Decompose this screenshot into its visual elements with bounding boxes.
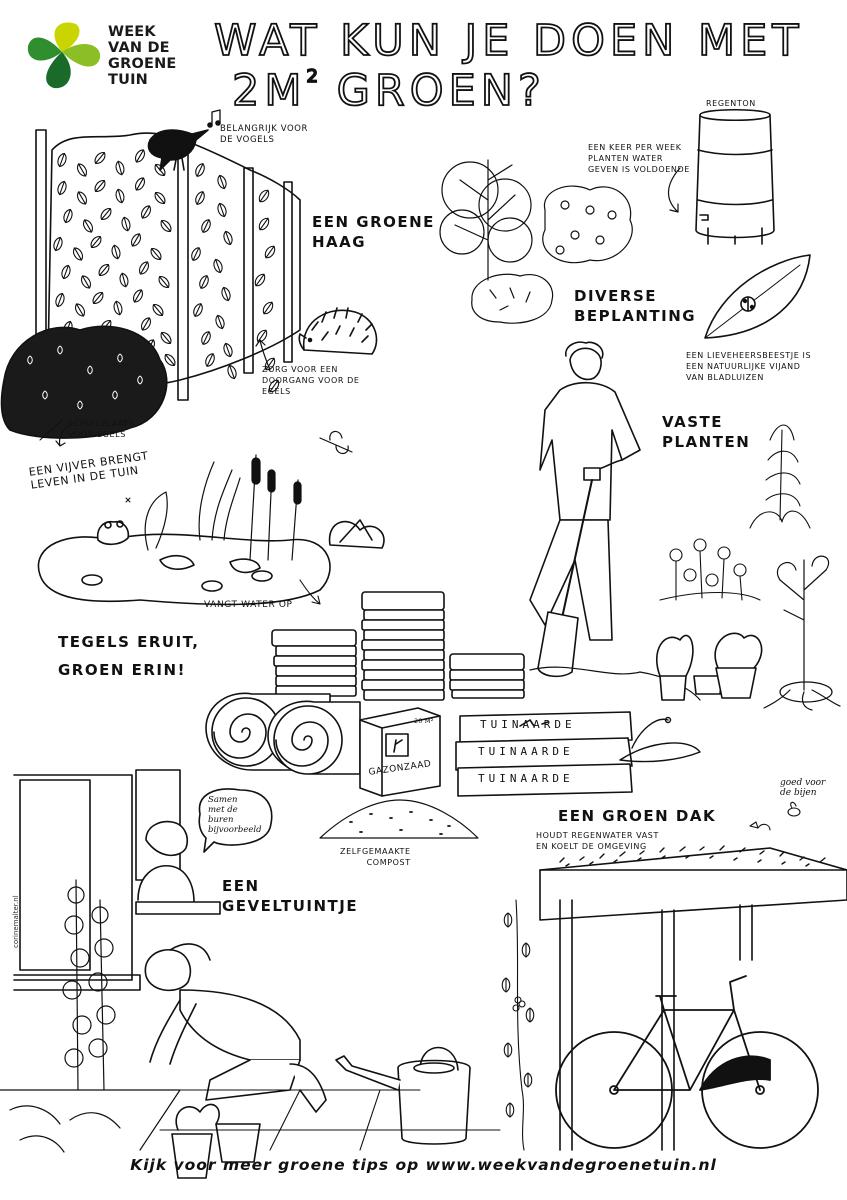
sod-rolls bbox=[206, 693, 360, 774]
pot-plants bbox=[657, 633, 762, 700]
rain-barrel-icon bbox=[696, 110, 774, 244]
tile-stack-center bbox=[362, 592, 444, 700]
soil-bags bbox=[456, 712, 632, 796]
logo-icon bbox=[27, 22, 101, 89]
label-tiles: TEGELS ERUIT, GROEN ERIN! bbox=[58, 633, 200, 679]
label-bees: goed voor de bijen bbox=[780, 778, 826, 798]
label-green-roof: EEN GROEN DAK bbox=[558, 807, 717, 825]
worm-icon bbox=[620, 718, 700, 762]
hedge-illustration bbox=[36, 130, 300, 400]
label-hedge: EEN GROENE HAAG bbox=[312, 213, 435, 251]
footer-tip: Kijk voor meer groene tips op www.weekva… bbox=[130, 1156, 717, 1174]
hedgehog-icon bbox=[299, 308, 376, 354]
label-compost: ZELFGEMAAKTE COMPOST bbox=[340, 847, 411, 867]
watering-can-icon bbox=[336, 1048, 470, 1145]
daisies-icon bbox=[660, 539, 760, 600]
logo-line-1: WEEK bbox=[108, 24, 156, 40]
reeds-icon bbox=[145, 455, 301, 560]
low-shrub bbox=[472, 274, 553, 323]
dragonfly-icon bbox=[320, 431, 352, 453]
label-seed-size: 20 M² bbox=[414, 717, 434, 725]
illustrator-credit: corinemalter.nl bbox=[12, 895, 20, 948]
page-title-line-1: WAT KUN JE DOEN MET bbox=[213, 16, 804, 66]
label-neighbours: Samen met de buren bijvoorbeeld bbox=[208, 795, 262, 835]
label-ladybug: EEN LIEVEHEERSBEESTJE IS EEN NATUURLIJKE… bbox=[686, 351, 812, 382]
page-title-line-2: 2M2 GROEN? bbox=[231, 67, 546, 114]
label-rain-barrel: REGENTON bbox=[706, 99, 756, 108]
bag-label-2: TUINAARDE bbox=[478, 745, 574, 758]
logo-line-4: TUIN bbox=[108, 72, 148, 88]
ground-tiles bbox=[160, 1090, 500, 1150]
label-hedgehog-door: ZORG VOOR EEN DOORGANG VOOR DE EGELS bbox=[262, 365, 360, 396]
label-green-roof-sub: HOUDT REGENWATER VAST EN KOELT DE OMGEVI… bbox=[536, 831, 659, 851]
tile-stack-left bbox=[272, 630, 356, 696]
water-lily-icon bbox=[330, 520, 384, 548]
title-prefix: 2M bbox=[231, 66, 307, 116]
gardener-figure bbox=[530, 342, 640, 640]
pots-facade bbox=[172, 1104, 260, 1178]
label-perennials: VASTE PLANTEN bbox=[662, 413, 751, 451]
pond-illustration bbox=[38, 534, 330, 604]
tile-stack-right bbox=[450, 654, 524, 698]
bare-root-tree bbox=[764, 556, 840, 710]
label-hedgehog-shelter: SCHUILPLAATS VOOR EGELS bbox=[68, 419, 135, 439]
bag-label-1: TUINAARDE bbox=[480, 718, 576, 731]
hollyhock-plants bbox=[63, 880, 115, 1090]
speech-bubble bbox=[199, 789, 271, 852]
blackbird-icon bbox=[149, 110, 221, 170]
kneeling-woman bbox=[145, 944, 326, 1112]
label-birds: BELANGRIJK VOOR DE VOGELS bbox=[220, 124, 309, 145]
bicycle-icon bbox=[556, 976, 818, 1148]
title-suffix: GROEN? bbox=[317, 66, 546, 116]
seed-box-icon bbox=[360, 708, 440, 796]
tree-sapling bbox=[440, 160, 532, 280]
lupine-icon bbox=[750, 425, 810, 528]
label-diverse-planting: DIVERSE BEPLANTING bbox=[574, 287, 697, 325]
bee-icons bbox=[750, 802, 800, 830]
bag-label-3: TUINAARDE bbox=[478, 772, 574, 785]
spade-icon bbox=[530, 468, 700, 700]
green-roof bbox=[540, 846, 847, 1150]
logo-line-2: VAN DE bbox=[108, 40, 170, 56]
bush-shelter bbox=[2, 326, 167, 438]
compost-heap bbox=[320, 800, 478, 838]
label-pond-water: VANGT WATER OP bbox=[204, 600, 293, 610]
child-window bbox=[136, 822, 220, 914]
logo-wordmark: WEEK VAN DE GROENE TUIN bbox=[108, 24, 177, 88]
label-water-weekly: EEN KEER PER WEEK PLANTEN WATER GEVEN IS… bbox=[588, 143, 690, 174]
frog-icon bbox=[98, 521, 129, 544]
climbing-vine bbox=[501, 900, 535, 1150]
label-facade-garden: EEN GEVELTUINTJE bbox=[222, 877, 359, 915]
flower-shrub bbox=[543, 186, 632, 263]
logo-line-3: GROENE bbox=[108, 56, 177, 72]
title-superscript: 2 bbox=[306, 66, 319, 87]
leaf-ladybug-icon bbox=[705, 255, 810, 338]
facade-border bbox=[0, 1090, 180, 1152]
